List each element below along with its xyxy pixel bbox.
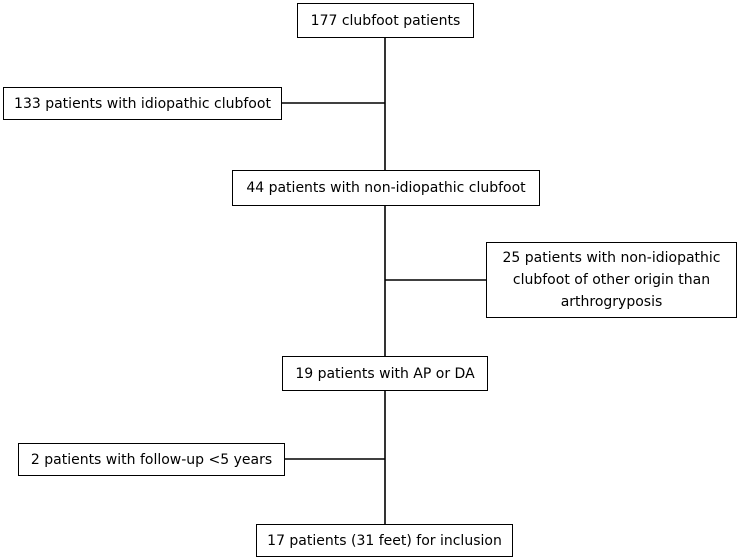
other-origin-line-2: clubfoot of other origin than [512,272,711,288]
non-idiopathic-box: 44 patients with non-idiopathic clubfoot [232,170,540,206]
total-patients-label: 177 clubfoot patients [310,12,461,29]
ap-or-da-label: 19 patients with AP or DA [295,365,475,382]
other-origin-exclusion-box: 25 patients with non-idiopathic clubfoot… [486,242,737,318]
idiopathic-exclusion-label: 133 patients with idiopathic clubfoot [14,95,271,112]
total-patients-box: 177 clubfoot patients [297,3,474,38]
idiopathic-exclusion-box: 133 patients with idiopathic clubfoot [3,87,282,120]
other-origin-line-1: 25 patients with non-idiopathic [502,250,721,266]
inclusion-label: 17 patients (31 feet) for inclusion [267,532,502,549]
inclusion-box: 17 patients (31 feet) for inclusion [256,524,513,557]
non-idiopathic-label: 44 patients with non-idiopathic clubfoot [246,180,526,196]
ap-or-da-box: 19 patients with AP or DA [282,356,488,391]
follow-up-exclusion-label: 2 patients with follow-up <5 years [30,451,273,468]
follow-up-exclusion-box: 2 patients with follow-up <5 years [18,443,285,476]
other-origin-line-3: arthrogryposis [560,294,663,310]
